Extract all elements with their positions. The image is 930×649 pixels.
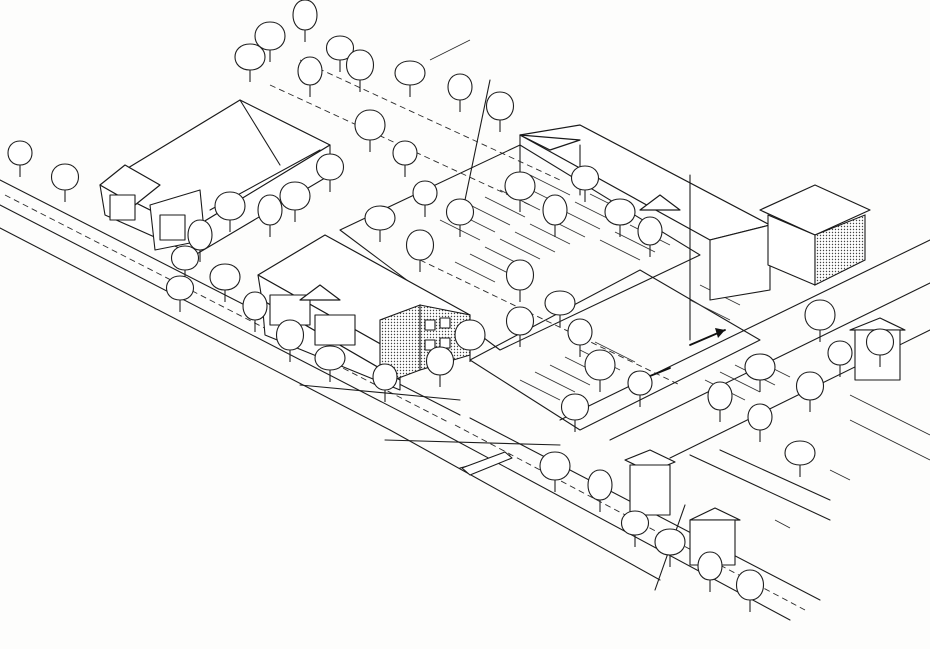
tree-icon [234,43,266,82]
tree-icon [445,198,475,237]
tree-icon [505,306,535,347]
commercial-block-northeast [519,124,771,341]
parking-stalls [439,174,791,401]
tree-icon [325,35,355,72]
tree-icon [827,340,853,377]
tree-icon [504,171,536,212]
tree-icon [747,403,773,442]
tree-icon [165,275,195,312]
tree-icon [485,91,515,132]
tree-icon [744,353,776,392]
tree-icon [544,290,576,327]
tree-icon [257,194,283,237]
tree-icon [627,370,653,407]
tree-icon [254,21,286,62]
tree-icon [187,219,213,262]
tree-icon [214,191,246,232]
tree-icon [314,345,346,382]
tree-icon [707,381,733,422]
tree-icon [654,528,686,567]
tree-icon [394,60,426,97]
tree-icon [297,56,323,97]
tree-icon [279,181,311,222]
tree-icon [406,229,434,272]
tree-icon [620,510,650,547]
parking-lot [339,144,791,431]
tree-icon [567,318,593,357]
trees [7,0,895,612]
tree-icon [372,363,398,402]
tree-icon [447,73,473,112]
tree-icon [542,194,568,237]
tree-icon [454,319,486,362]
tree-icon [364,205,396,242]
tree-icon [587,469,613,512]
tree-icon [354,109,386,152]
tree-icon [412,180,438,217]
tree-icon [604,198,636,237]
tree-icon [784,440,816,477]
tree-icon [570,165,600,202]
tree-icon [736,569,764,612]
kiosk-east [759,184,871,286]
tree-icon [242,291,268,332]
tree-icon [346,49,374,92]
tree-icon [804,299,836,342]
direction-arrows [639,328,726,386]
tree-icon [209,263,241,302]
tree-icon [276,319,304,362]
tree-icon [795,371,825,412]
tree-icon [292,0,318,42]
tree-icon [560,393,590,432]
tree-icon [50,163,80,202]
house-northwest [99,99,331,256]
tree-icon [865,328,895,367]
tree-icon [637,216,663,257]
tree-icon [697,551,723,592]
tree-icon [315,153,345,192]
tree-icon [425,346,455,387]
tree-icon [392,140,418,177]
tree-icon [506,259,534,302]
tree-icon [584,349,616,392]
tree-icon [7,140,33,177]
tree-icon [539,451,571,492]
